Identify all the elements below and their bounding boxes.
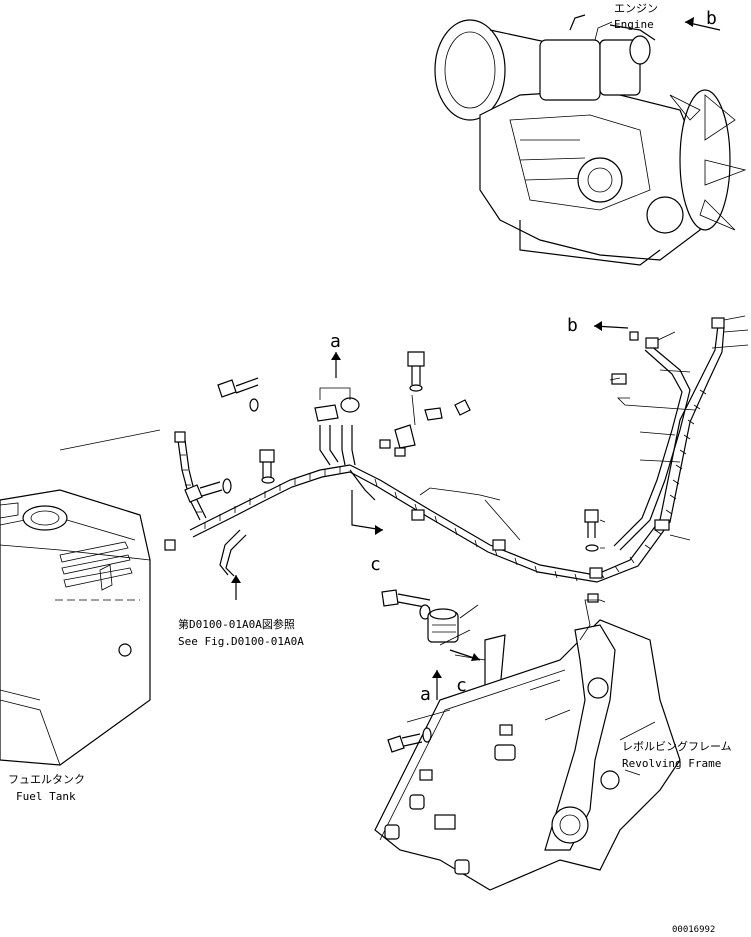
- arrow-letter-c-bottom: c: [456, 675, 467, 696]
- drawing-number: 00016992: [672, 925, 715, 935]
- leader-lines: [419, 315, 749, 603]
- frame-label-jp: レボルビングフレーム: [622, 739, 732, 753]
- reference-label-jp: 第D0100-01A0A図参照: [178, 617, 295, 631]
- arrow-letter-a-top: a: [330, 331, 341, 352]
- fuel-tank-label-jp: フュエルタンク: [8, 773, 85, 786]
- reference-label-en: See Fig.D0100-01A0A: [178, 635, 304, 648]
- arrow-letter-a-bottom: a: [420, 684, 431, 705]
- arrow-letter-c-mid: c: [370, 554, 381, 575]
- arrow-a-bottom: a: [420, 670, 442, 705]
- arrow-c-mid: c: [351, 490, 384, 575]
- frame-label-en: Revolving Frame: [622, 757, 721, 770]
- engine-label-jp: エンジン: [614, 2, 658, 15]
- center-parts: [184, 351, 599, 552]
- arrow-b-top: b: [684, 8, 721, 31]
- fan-icon: [669, 89, 747, 231]
- relay-bracket: [381, 589, 506, 691]
- reference-arrow: [231, 575, 241, 600]
- arrow-letter-b-top: b: [706, 8, 717, 29]
- frame-bolt: [387, 709, 451, 753]
- clamps: [164, 317, 725, 603]
- arrow-b-mid: b: [567, 315, 629, 336]
- arrow-c-bottom: c: [449, 649, 481, 696]
- fuel-tank: [0, 429, 161, 766]
- engine-label-en: Engine: [614, 18, 654, 31]
- engine-assembly: [434, 14, 747, 266]
- revolving-frame: [374, 599, 681, 891]
- arrow-letter-b-mid: b: [567, 315, 578, 336]
- arrow-a-top: a: [319, 331, 351, 400]
- fuel-tank-label-en: Fuel Tank: [16, 790, 76, 803]
